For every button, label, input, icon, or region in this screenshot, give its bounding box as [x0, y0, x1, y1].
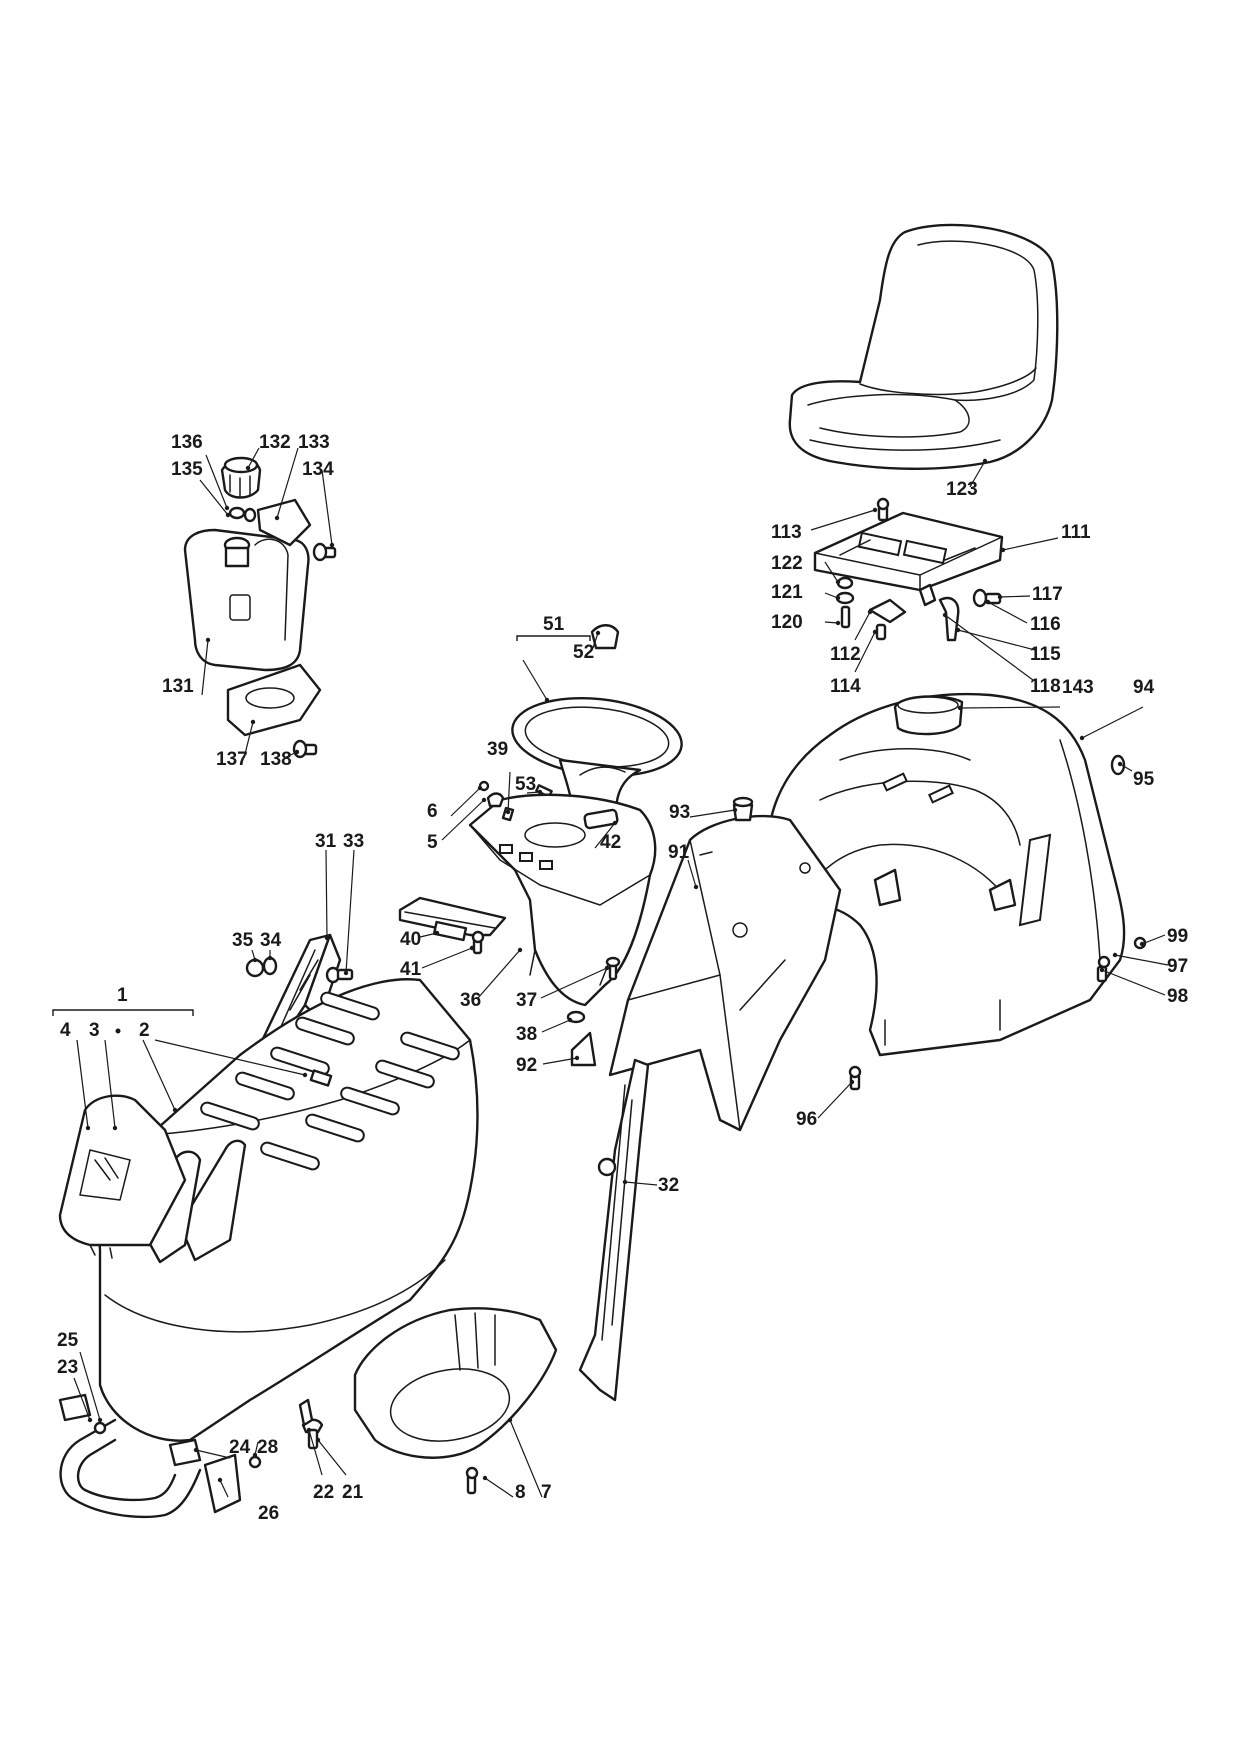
callout-92: 92 — [516, 1055, 537, 1076]
callout-36: 36 — [460, 990, 481, 1011]
callout-32: 32 — [658, 1175, 679, 1196]
callout-135: 135 — [171, 459, 203, 480]
callout-22: 22 — [313, 1482, 334, 1503]
callout-117: 117 — [1032, 584, 1063, 605]
callout-118: 118 — [1030, 676, 1061, 697]
callout-122: 122 — [771, 553, 803, 574]
callout-112: 112 — [830, 644, 861, 665]
callout-114: 114 — [830, 676, 861, 697]
callout-21: 21 — [342, 1482, 364, 1503]
callout-93: 93 — [669, 802, 690, 823]
side-panel-right — [578, 1058, 650, 1402]
callout-123: 123 — [946, 479, 978, 500]
callout-34: 34 — [260, 930, 282, 951]
callout-138: 138 — [260, 749, 292, 770]
callout-42: 42 — [600, 832, 621, 853]
callout-3: 3 — [89, 1020, 100, 1041]
dashboard — [468, 780, 657, 1007]
fuel-tank — [183, 528, 322, 759]
callout-31: 31 — [315, 831, 337, 852]
headlight-assembly — [58, 1094, 247, 1264]
callout-8: 8 — [515, 1482, 526, 1503]
footboard — [608, 796, 842, 1132]
callout-1: 1 — [117, 985, 128, 1006]
callout-134: 134 — [302, 459, 334, 480]
callout-97: 97 — [1167, 956, 1188, 977]
seat — [788, 223, 1059, 470]
leader-lines — [73, 447, 1169, 1498]
callout-6: 6 — [427, 801, 438, 822]
callout-99: 99 — [1167, 926, 1188, 947]
callout-24: 24 — [229, 1437, 251, 1458]
lower-shroud — [353, 1307, 558, 1495]
callout-25: 25 — [57, 1330, 79, 1351]
callout-133: 133 — [298, 432, 330, 453]
callout-52: 52 — [573, 642, 594, 663]
callout-115: 115 — [1030, 644, 1061, 665]
callout-53: 53 — [515, 774, 536, 795]
callout-dot-2 — [115, 1028, 121, 1034]
callout-33: 33 — [343, 831, 364, 852]
callout-51: 51 — [543, 614, 565, 635]
callout-5: 5 — [427, 832, 438, 853]
callout-137: 137 — [216, 749, 248, 770]
callout-39: 39 — [487, 739, 508, 760]
callout-2-header: 2 — [139, 1020, 150, 1041]
callout-bracket-51 — [516, 635, 591, 641]
callout-bracket-1 — [52, 1009, 194, 1016]
callout-38: 38 — [516, 1024, 537, 1045]
callout-labels: 136 132 133 135 134 131 137 138 51 52 39… — [57, 432, 1188, 1524]
callout-35: 35 — [232, 930, 254, 951]
callout-98: 98 — [1167, 986, 1188, 1007]
callout-7: 7 — [541, 1482, 552, 1503]
callout-28: 28 — [257, 1437, 278, 1458]
callout-40: 40 — [400, 929, 421, 950]
callout-111: 111 — [1061, 522, 1091, 543]
callout-95: 95 — [1133, 769, 1155, 790]
callout-120: 120 — [771, 612, 803, 633]
hood — [97, 978, 479, 1442]
dashboard-hardware — [398, 896, 621, 1067]
callout-132: 132 — [259, 432, 291, 453]
callout-41: 41 — [400, 959, 422, 980]
callout-121: 121 — [771, 582, 803, 603]
callout-26: 26 — [258, 1503, 279, 1524]
front-bumper — [58, 1393, 324, 1519]
callout-136: 136 — [171, 432, 203, 453]
callout-23: 23 — [57, 1357, 78, 1378]
callout-94: 94 — [1133, 677, 1155, 698]
seat-mounting-plate — [813, 511, 1004, 607]
storage-tray — [893, 695, 964, 736]
rear-fender — [766, 692, 1126, 1057]
callout-113: 113 — [771, 522, 802, 543]
callout-131: 131 — [162, 676, 194, 697]
callout-4: 4 — [60, 1020, 71, 1041]
callout-37: 37 — [516, 990, 537, 1011]
callout-116: 116 — [1030, 614, 1061, 635]
callout-96: 96 — [796, 1109, 817, 1130]
callout-91: 91 — [668, 842, 690, 863]
callout-143: 143 — [1062, 677, 1094, 698]
